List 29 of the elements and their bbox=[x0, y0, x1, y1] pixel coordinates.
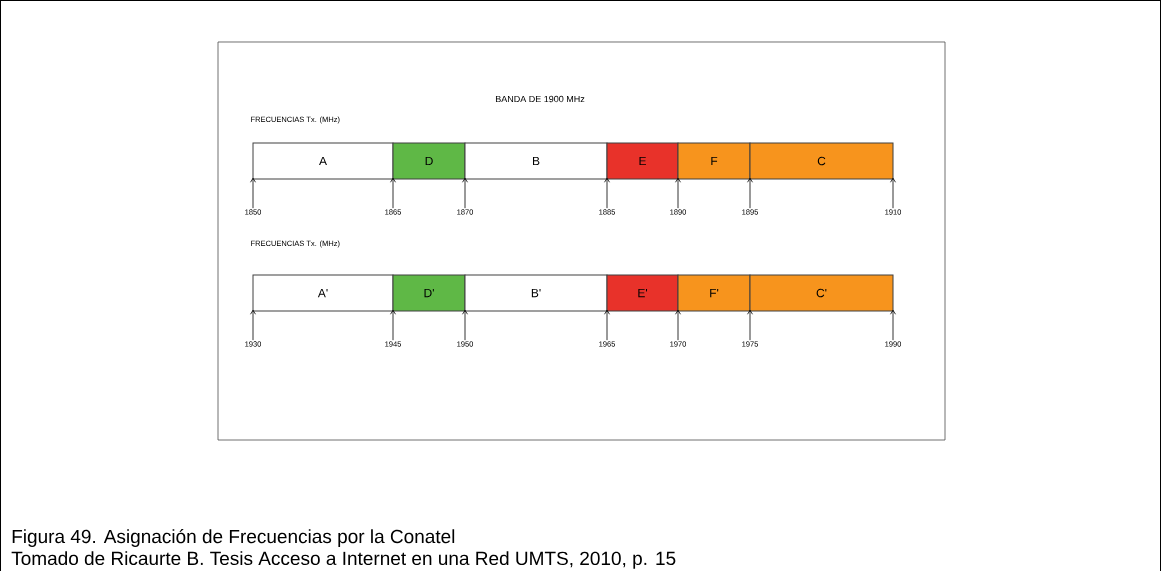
band-segment: E' bbox=[606, 274, 679, 312]
band-segment: F bbox=[677, 142, 751, 180]
arrow bbox=[462, 177, 468, 209]
arrow bbox=[462, 309, 468, 341]
figure-caption: Figura 49. Asignación de Frecuencias por la Conatel bbox=[12, 529, 455, 547]
band-segment: A bbox=[252, 142, 394, 180]
band-segment: E bbox=[606, 142, 679, 180]
band-segment: F' bbox=[677, 274, 751, 312]
diagram-title: BANDA DE 1900 MHz bbox=[496, 95, 585, 103]
arrow bbox=[675, 177, 681, 209]
arrow bbox=[604, 309, 610, 341]
band-segment: B' bbox=[464, 274, 608, 312]
band-segment: D bbox=[392, 142, 466, 180]
arrow bbox=[890, 309, 896, 341]
arrow bbox=[390, 177, 396, 209]
source-note: Tomado de Ricaurte B. Tesis Acceso a Internet en una Red UMTS, 2010, p. 15 bbox=[11, 551, 676, 569]
arrow bbox=[250, 177, 256, 209]
arrow bbox=[390, 309, 396, 341]
band-segment: D' bbox=[392, 274, 466, 312]
arrow bbox=[747, 309, 753, 341]
arrow bbox=[675, 309, 681, 341]
band-segment: C bbox=[749, 142, 894, 180]
arrow bbox=[250, 309, 256, 341]
band-segment: A' bbox=[252, 274, 394, 312]
band-segment: B bbox=[464, 142, 608, 180]
arrow bbox=[890, 177, 896, 209]
arrow bbox=[604, 177, 610, 209]
arrow bbox=[747, 177, 753, 209]
band-segment: C' bbox=[749, 274, 894, 312]
